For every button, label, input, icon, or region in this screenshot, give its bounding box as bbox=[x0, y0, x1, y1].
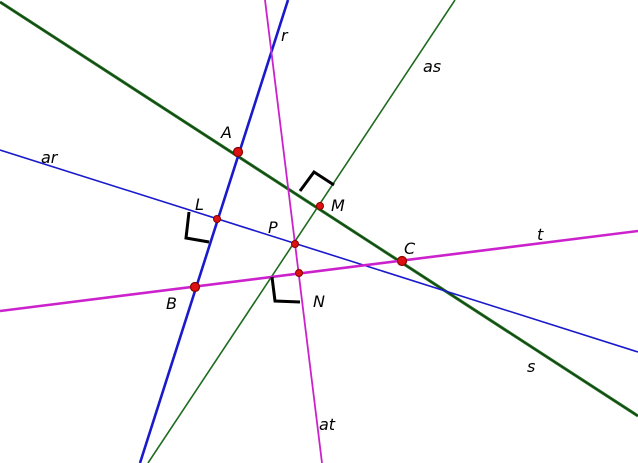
right-angle-marker-n bbox=[270, 276, 301, 304]
point-c[interactable] bbox=[396, 255, 408, 267]
label-line-as: as bbox=[423, 57, 441, 76]
label-point-b: B bbox=[166, 294, 177, 313]
line-at bbox=[264, 0, 323, 463]
label-point-c: C bbox=[404, 239, 416, 258]
label-point-a: A bbox=[220, 123, 232, 142]
line-as bbox=[147, 0, 456, 463]
label-point-m: M bbox=[331, 196, 345, 215]
point-p[interactable] bbox=[291, 240, 299, 248]
label-line-s: s bbox=[527, 357, 535, 376]
label-point-l: L bbox=[195, 195, 204, 214]
label-line-r: r bbox=[281, 26, 289, 45]
point-m[interactable] bbox=[316, 202, 324, 210]
line-ar bbox=[0, 149, 638, 353]
label-line-t: t bbox=[537, 225, 544, 244]
label-point-n: N bbox=[313, 292, 325, 311]
label-line-at: at bbox=[319, 415, 336, 434]
point-l[interactable] bbox=[213, 215, 221, 223]
right-angle-marker-m bbox=[298, 169, 335, 192]
right-angle-marker-l bbox=[184, 211, 210, 244]
line-r bbox=[138, 0, 290, 463]
point-n[interactable] bbox=[295, 269, 303, 277]
label-point-p: P bbox=[268, 218, 278, 237]
line-t bbox=[0, 229, 638, 313]
label-line-ar: ar bbox=[41, 148, 59, 167]
point-a[interactable] bbox=[232, 146, 244, 158]
point-b[interactable] bbox=[189, 281, 201, 293]
